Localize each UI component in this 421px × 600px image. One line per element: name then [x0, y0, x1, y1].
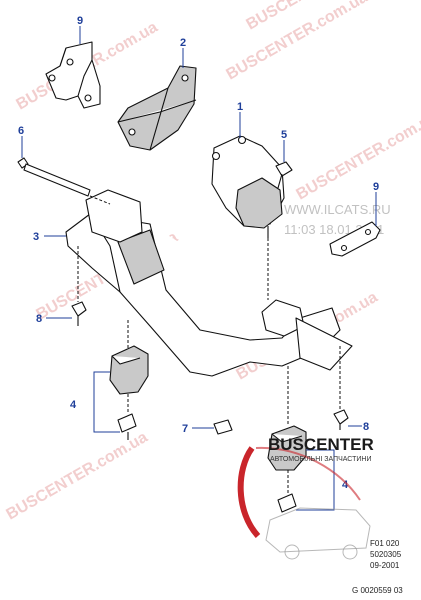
part-7-nut	[213, 419, 233, 435]
buscenter-watermark: BUSCENTER.com.ua	[4, 429, 151, 524]
callout-7: 7	[182, 423, 188, 435]
part-4-insulator-left	[109, 345, 149, 440]
callout-5: 5	[281, 129, 287, 141]
part-8-bolt-right	[333, 409, 349, 430]
callout-8-right: 8	[363, 421, 369, 433]
part-6-long-bolt	[17, 157, 91, 197]
buscenter-watermark: BUSCENTER.com.ua	[294, 109, 421, 204]
logo-brand-text: BUSCENTER	[268, 435, 374, 454]
reference-line-2: 5020305	[370, 550, 402, 559]
part-5-bolt	[275, 161, 293, 189]
buscenter-watermark: BUSCENTER.com.ua	[224, 0, 371, 83]
part-9-bracket-top	[45, 41, 101, 109]
callout-3: 3	[33, 231, 39, 243]
part-1-engine-mount	[211, 135, 285, 238]
buscenter-logo: BUSCENTER АВТОМОБІЛЬНІ ЗАПЧАСТИНИ	[237, 435, 374, 560]
callout-9-right: 9	[373, 181, 379, 193]
callout-6: 6	[18, 125, 24, 137]
logo-van-outline	[265, 507, 371, 553]
callout-4-left: 4	[70, 399, 77, 411]
assembly-lines	[77, 195, 341, 494]
callout-leaders	[21, 26, 377, 511]
callout-1: 1	[237, 101, 243, 113]
callout-9-top: 9	[77, 15, 83, 27]
part-4-insulator-right	[267, 425, 307, 513]
reference-line-4: G 0020559 03	[352, 586, 403, 595]
part-3-crossmember	[65, 189, 353, 377]
callout-labels: 9 2 1 6 5 9 3 8 4 7 8 4	[18, 15, 379, 491]
reference-block: F01 020 5020305 09-2001 G 0020559 03	[352, 539, 403, 595]
part-2-bracket	[117, 65, 197, 151]
callout-4-right: 4	[342, 479, 349, 491]
part-8-bolt-left	[71, 301, 87, 326]
ilcats-watermark: WWW.ILCATS.RU	[284, 202, 391, 217]
callout-8-left: 8	[36, 313, 42, 325]
reference-line-3: 09-2001	[370, 561, 400, 570]
callout-2: 2	[180, 37, 186, 49]
logo-tagline: АВТОМОБІЛЬНІ ЗАПЧАСТИНИ	[270, 456, 371, 463]
logo-red-arc	[237, 446, 261, 539]
part-9-bracket-right	[329, 221, 381, 257]
reference-line-1: F01 020	[370, 539, 400, 548]
